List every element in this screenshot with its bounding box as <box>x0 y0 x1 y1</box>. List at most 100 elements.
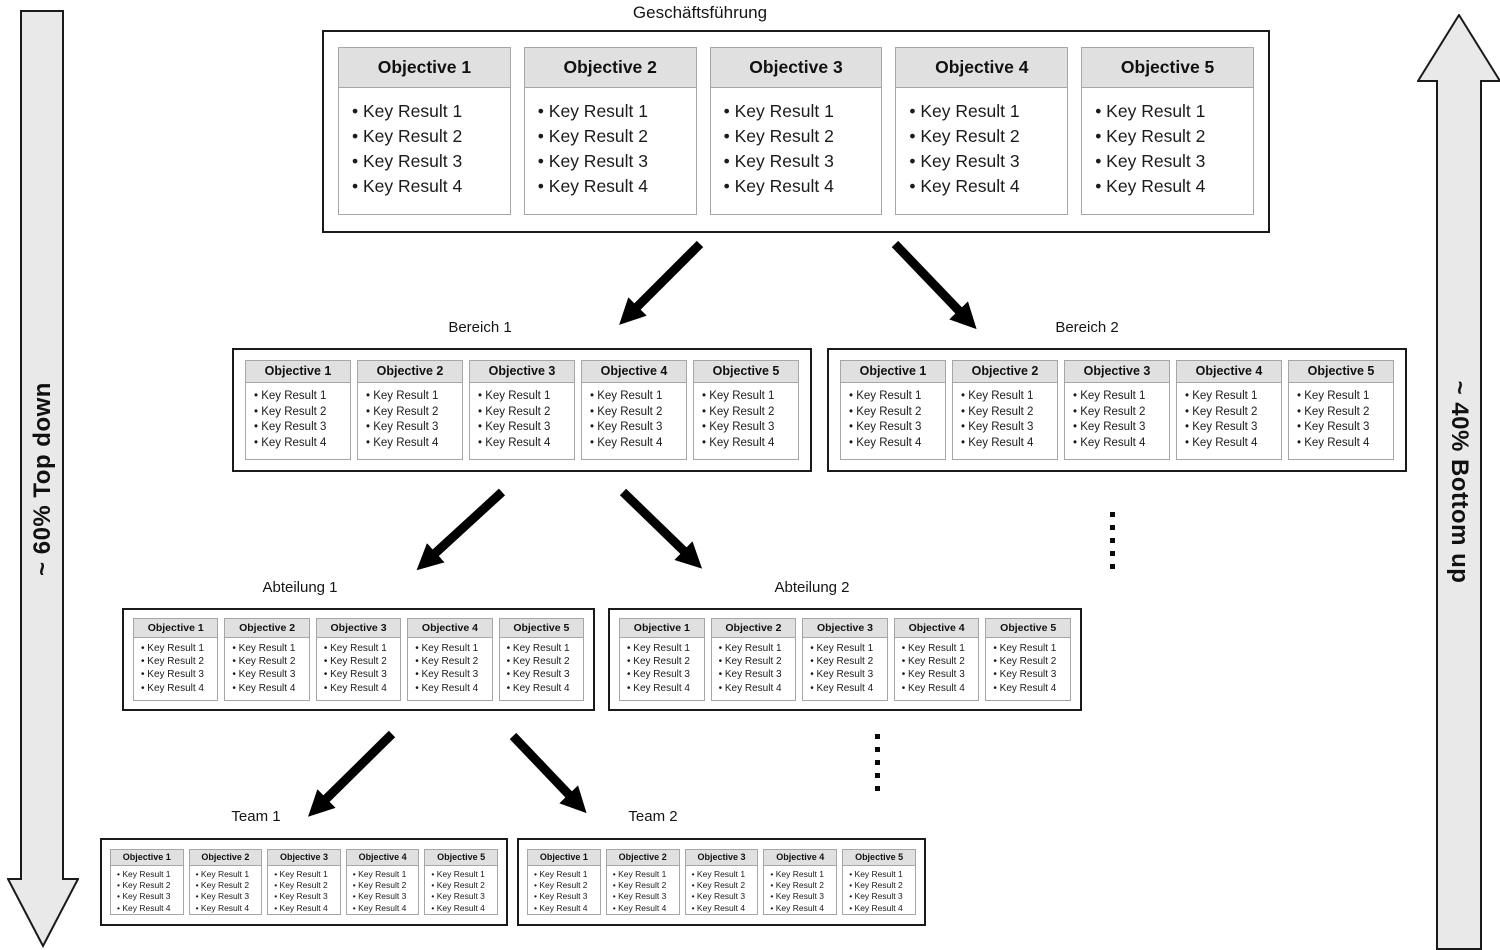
continuation-dots-bereich <box>1110 512 1115 569</box>
key-result-item: • Key Result 4 <box>506 682 570 694</box>
key-result-item: • Key Result 2 <box>691 880 746 891</box>
key-result-item: • Key Result 1 <box>506 643 570 654</box>
objective-card: Objective 3• Key Result 1• Key Result 2•… <box>469 360 575 460</box>
key-results-list: • Key Result 1• Key Result 2• Key Result… <box>470 383 574 459</box>
key-result-item: • Key Result 2 <box>1073 405 1146 418</box>
objective-card-header: Objective 2 <box>225 619 309 638</box>
key-results-list: • Key Result 1• Key Result 2• Key Result… <box>986 638 1070 700</box>
connector-arrow <box>416 488 506 571</box>
key-results-list: • Key Result 1• Key Result 2• Key Result… <box>896 88 1067 214</box>
unit-title: Abteilung 1 <box>262 579 338 596</box>
key-result-item: • Key Result 1 <box>274 869 328 879</box>
objective-card: Objective 4• Key Result 1• Key Result 2•… <box>345 849 420 915</box>
key-result-item: • Key Result 4 <box>612 902 667 913</box>
objective-card-header: Objective 1 <box>134 619 218 638</box>
key-result-item: • Key Result 1 <box>431 869 485 879</box>
objective-card: Objective 5• Key Result 1• Key Result 2•… <box>1081 47 1254 215</box>
objective-card: Objective 1• Key Result 1• Key Result 2•… <box>245 360 351 460</box>
key-result-item: • Key Result 4 <box>254 436 327 449</box>
key-result-item: • Key Result 1 <box>352 869 407 879</box>
key-result-item: • Key Result 2 <box>909 126 1020 146</box>
key-result-item: • Key Result 2 <box>274 880 328 891</box>
key-result-item: • Key Result 1 <box>195 869 250 879</box>
key-result-item: • Key Result 1 <box>1095 101 1206 121</box>
objective-card-header: Objective 3 <box>1065 361 1169 383</box>
connector-arrow <box>509 732 587 814</box>
key-results-list: • Key Result 1• Key Result 2• Key Result… <box>246 383 350 459</box>
objective-card: Objective 1• Key Result 1• Key Result 2•… <box>619 618 705 701</box>
unit-title: Abteilung 2 <box>774 579 850 596</box>
key-result-item: • Key Result 2 <box>993 656 1057 668</box>
objective-card-header: Objective 3 <box>710 48 882 88</box>
key-result-item: • Key Result 4 <box>1095 176 1206 196</box>
key-result-item: • Key Result 3 <box>901 669 965 681</box>
objective-card: Objective 2• Key Result 1• Key Result 2•… <box>523 47 697 215</box>
key-result-item: • Key Result 1 <box>612 869 667 879</box>
key-result-item: • Key Result 2 <box>506 656 570 668</box>
unit-title: Geschäftsführung <box>632 3 768 22</box>
key-result-item: • Key Result 3 <box>431 891 485 902</box>
continuation-dots-abteilung <box>875 734 880 791</box>
ellipsis-dot <box>875 760 880 765</box>
key-result-item: • Key Result 4 <box>723 176 834 196</box>
objective-card-header: Objective 2 <box>189 850 262 866</box>
objective-card: Objective 5• Key Result 1• Key Result 2•… <box>842 849 916 915</box>
unit-abteilung-2: Abteilung 2 Objective 1• Key Result 1• K… <box>608 579 1082 711</box>
key-result-item: • Key Result 3 <box>849 891 903 902</box>
objective-card: Objective 1• Key Result 1• Key Result 2•… <box>338 47 511 215</box>
key-result-item: • Key Result 4 <box>810 682 874 694</box>
key-result-item: • Key Result 2 <box>366 405 439 418</box>
objective-card-header: Objective 4 <box>408 619 492 638</box>
key-result-item: • Key Result 3 <box>254 421 327 433</box>
key-results-list: • Key Result 1• Key Result 2• Key Result… <box>339 88 510 214</box>
objective-card-header: Objective 4 <box>896 48 1068 88</box>
key-result-item: • Key Result 1 <box>627 643 690 654</box>
key-result-item: • Key Result 1 <box>718 643 782 654</box>
key-result-item: • Key Result 3 <box>352 151 463 171</box>
ellipsis-dot <box>1110 551 1115 556</box>
key-result-item: • Key Result 3 <box>961 421 1034 433</box>
key-result-item: • Key Result 4 <box>590 436 663 449</box>
key-result-item: • Key Result 2 <box>352 126 463 146</box>
up-arrow-shape <box>1417 14 1500 950</box>
key-result-item: • Key Result 3 <box>117 891 171 902</box>
key-result-item: • Key Result 2 <box>1297 405 1370 418</box>
key-results-list: • Key Result 1• Key Result 2• Key Result… <box>764 866 836 914</box>
key-result-item: • Key Result 3 <box>691 891 746 902</box>
ellipsis-dot <box>1110 512 1115 517</box>
key-results-list: • Key Result 1• Key Result 2• Key Result… <box>1082 88 1253 214</box>
objective-card-header: Objective 4 <box>582 361 686 383</box>
top-down-label: ~ 60% Top down <box>29 382 56 576</box>
objective-card: Objective 3• Key Result 1• Key Result 2•… <box>1064 360 1170 460</box>
unit-team-1: Team 1 Objective 1• Key Result 1• Key Re… <box>100 808 508 926</box>
key-result-item: • Key Result 4 <box>352 176 463 196</box>
objective-card-header: Objective 3 <box>803 619 887 638</box>
objective-card: Objective 4• Key Result 1• Key Result 2•… <box>895 47 1069 215</box>
objective-card: Objective 3• Key Result 1• Key Result 2•… <box>684 849 759 915</box>
key-result-item: • Key Result 4 <box>274 902 328 913</box>
objective-card: Objective 5• Key Result 1• Key Result 2•… <box>693 360 799 460</box>
key-result-item: • Key Result 1 <box>141 643 204 654</box>
key-results-list: • Key Result 1• Key Result 2• Key Result… <box>134 638 217 700</box>
ellipsis-dot <box>875 786 880 791</box>
key-result-item: • Key Result 2 <box>254 405 327 418</box>
key-results-list: • Key Result 1• Key Result 2• Key Result… <box>111 866 183 914</box>
key-results-list: • Key Result 1• Key Result 2• Key Result… <box>347 866 419 914</box>
connector-arrow <box>308 730 396 817</box>
key-result-item: • Key Result 3 <box>718 669 782 681</box>
key-results-list: • Key Result 1• Key Result 2• Key Result… <box>686 866 758 914</box>
key-result-item: • Key Result 3 <box>627 669 690 681</box>
ellipsis-dot <box>1110 538 1115 543</box>
objective-card: Objective 2• Key Result 1• Key Result 2•… <box>710 618 797 701</box>
objective-card: Objective 3• Key Result 1• Key Result 2•… <box>802 618 888 701</box>
key-result-item: • Key Result 3 <box>1095 151 1206 171</box>
key-results-list: • Key Result 1• Key Result 2• Key Result… <box>711 88 882 214</box>
key-result-item: • Key Result 2 <box>612 880 667 891</box>
key-result-item: • Key Result 4 <box>537 176 649 196</box>
key-result-item: • Key Result 3 <box>1073 421 1146 433</box>
ellipsis-dot <box>1110 564 1115 569</box>
key-result-item: • Key Result 3 <box>352 891 407 902</box>
objective-card: Objective 5• Key Result 1• Key Result 2•… <box>424 849 498 915</box>
key-results-list: • Key Result 1• Key Result 2• Key Result… <box>528 866 600 914</box>
objective-card-header: Objective 3 <box>316 619 401 638</box>
